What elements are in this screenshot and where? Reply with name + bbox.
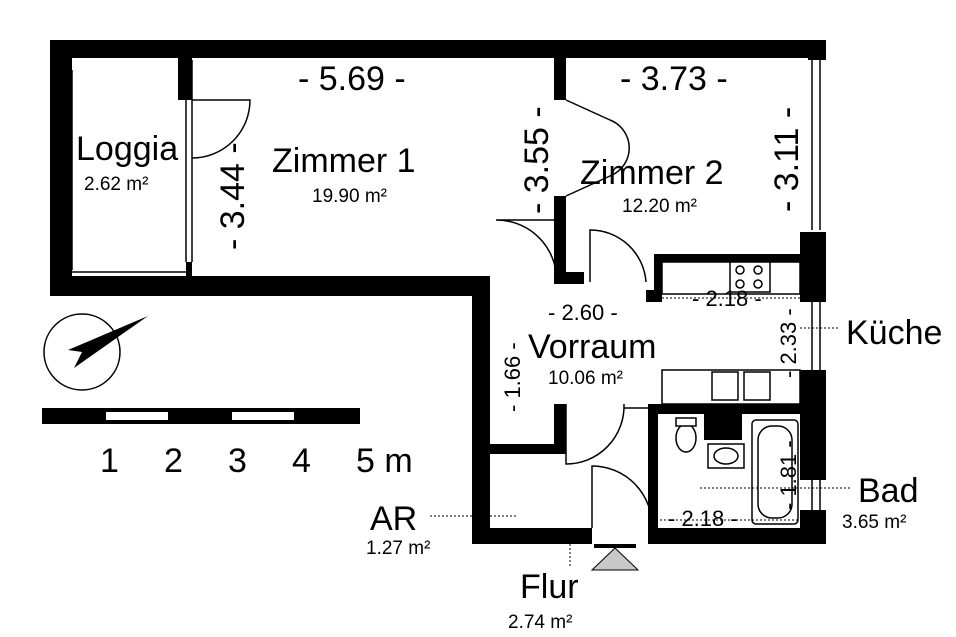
walls [50,40,826,544]
room-name-bad: Bad [858,472,919,510]
room-area-ar: 1.27 m² [366,538,430,559]
dimension-zimmer2-width: - 3.73 - [620,60,728,98]
dimension-kueche-depth: - 2.33 - [776,308,801,378]
dimension-bad-depth: - 1.81 - [776,440,801,510]
room-area-zimmer1: 19.90 m² [312,186,387,207]
room-area-loggia: 2.62 m² [84,174,148,195]
room-name-vorraum: Vorraum [528,328,657,366]
room-name-zimmer1: Zimmer 1 [272,142,416,180]
dimension-zimmer1-depth: - 3.44 - [214,142,252,250]
dimension-vorraum-width: - 2.60 - [548,300,618,325]
north-arrow-icon [43,313,148,391]
room-area-vorraum: 10.06 m² [548,368,623,389]
windows [61,60,821,510]
room-name-loggia: Loggia [76,130,178,168]
room-area-bad: 3.65 m² [842,512,906,533]
scale-label-3: 3 [228,442,247,480]
entrance-triangle-icon [590,547,640,571]
dimension-zimmer1-width: - 5.69 - [298,60,406,98]
dimension-zimmer2-depth-right: - 3.11 - [768,107,806,212]
dimension-vorraum-depth: - 1.66 - [500,342,525,412]
room-area-flur: 2.74 m² [508,612,572,633]
kitchen-fixtures [661,261,801,405]
room-name-ar: AR [370,500,417,538]
scale-label-2: 2 [164,442,183,480]
room-name-kueche: Küche [846,314,942,352]
dimension-zimmer2-depth-left: - 3.55 - [518,106,556,214]
scale-label-1: 1 [100,442,119,480]
bath-fixtures [675,417,799,525]
scale-bar [42,408,360,424]
doors [191,99,653,529]
scale-bar-labels: 1 2 3 4 5 m [100,442,413,480]
scale-label-4: 4 [292,442,311,480]
room-name-flur: Flur [520,568,579,606]
dimension-bad-width: - 2.18 - [668,506,738,531]
leader-lines [430,297,850,566]
room-area-zimmer2: 12.20 m² [622,196,697,217]
scale-label-5m: 5 m [356,442,413,480]
dimension-kueche-width: - 2.18 - [692,286,762,311]
room-name-zimmer2: Zimmer 2 [580,154,724,192]
